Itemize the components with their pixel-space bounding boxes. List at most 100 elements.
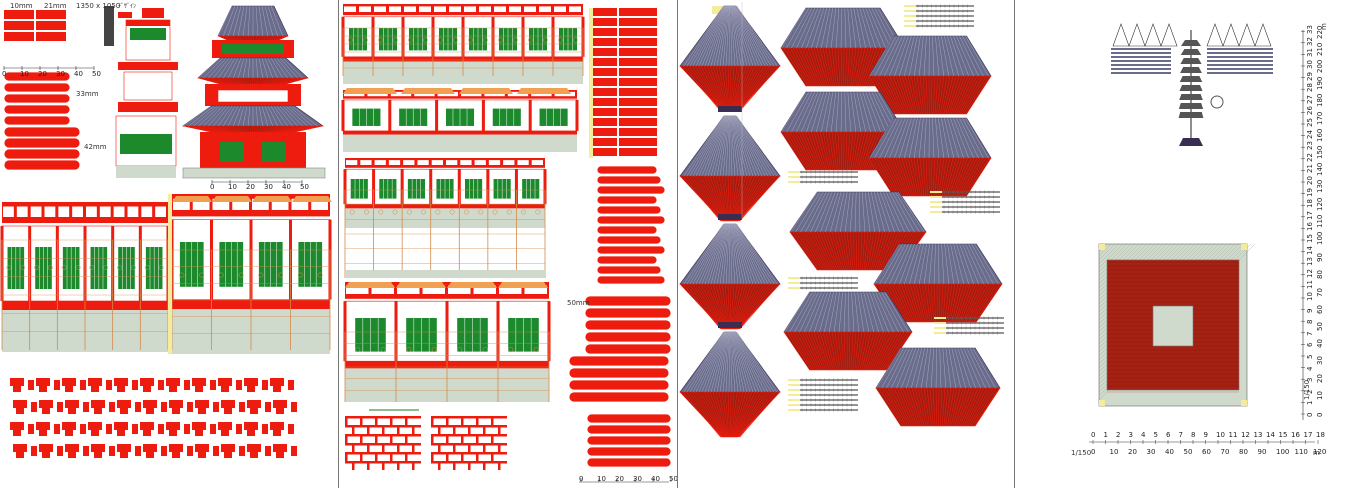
- rafter-strip: [904, 4, 974, 28]
- bracket-part: [36, 378, 60, 392]
- pagoda-elevation: [182, 5, 326, 179]
- bracket-part: [218, 422, 242, 436]
- unit-label-bottom: m: [1313, 449, 1320, 457]
- long-rounded-strip: [596, 235, 662, 245]
- bracket-part: [270, 378, 294, 392]
- bracket-part: [91, 444, 115, 458]
- side-roof-tab: [212, 196, 252, 202]
- long-strip-42mm: [3, 137, 81, 149]
- bracket-part: [270, 422, 294, 436]
- bracket-part: [166, 378, 190, 392]
- bottom-tick-m-label: 10: [1216, 431, 1225, 439]
- bracket-part: [247, 400, 271, 414]
- right-tick-m-label: 17: [1306, 210, 1314, 220]
- bracket-part: [36, 422, 60, 436]
- strip-glue: [589, 8, 593, 158]
- right-tick-cm-label: 170: [1316, 111, 1324, 125]
- mid-facade-lineart: [344, 189, 546, 278]
- bracket-part: [273, 444, 297, 458]
- pagoda-mid-roof: [197, 57, 309, 85]
- bottom-tick-m-label: 14: [1266, 431, 1275, 439]
- p2-tick-label: 40: [651, 475, 660, 483]
- upper-facade-b: [341, 90, 599, 152]
- roof-trapezoid-piece: [875, 347, 1001, 427]
- right-tick-m-label: 4: [1306, 366, 1314, 371]
- size-label-33mm: 33mm: [76, 90, 99, 98]
- wide-rounded-strip-50mm: [584, 295, 672, 307]
- bracket-part: [140, 422, 164, 436]
- bracket-part: [10, 378, 34, 392]
- right-tick-cm-label: 180: [1316, 94, 1324, 108]
- bottom-tick-cm-label: 10: [1109, 448, 1119, 456]
- right-tick-m-label: 16: [1306, 222, 1314, 232]
- bracket-part: [62, 378, 86, 392]
- tower-part: [115, 19, 178, 178]
- long-strip: [3, 115, 71, 126]
- roof-trapezoid-piece: [873, 243, 1003, 323]
- strip-part: [619, 148, 657, 156]
- panel-3-drawing: [679, 2, 1004, 438]
- elevation-tick-label: 0: [210, 183, 215, 191]
- long-strip-42mm: [3, 148, 81, 160]
- right-tick-m-label: 25: [1306, 118, 1314, 127]
- strip-part: [619, 78, 657, 86]
- small-part: [118, 12, 132, 18]
- rafter-strip: [934, 316, 1004, 335]
- scale-label-bottom: 1/150: [1071, 449, 1092, 457]
- right-tick-cm-label: 60: [1316, 304, 1324, 314]
- bottom-tick-m-label: 6: [1166, 431, 1171, 439]
- wide-rounded-strip: [568, 379, 670, 391]
- right-tick-m-label: 9: [1306, 308, 1314, 313]
- panel-2-drawing: [341, 4, 672, 483]
- side-roof-tab: [252, 196, 292, 202]
- long-rounded-strip: [596, 275, 666, 285]
- strip-part: [589, 18, 617, 26]
- right-tick-m-label: 33: [1306, 25, 1314, 35]
- long-rounded-strip: [596, 165, 658, 175]
- right-tick-m-label: 19: [1306, 187, 1314, 197]
- bracket-part: [140, 378, 164, 392]
- joint: [718, 106, 742, 112]
- right-tick-m-label: 28: [1306, 83, 1314, 93]
- right-tick-cm-label: 130: [1316, 180, 1324, 194]
- bracket-part: [114, 422, 138, 436]
- wall-strip-small: [36, 10, 66, 19]
- bottom-tick-m-label: 17: [1303, 431, 1313, 439]
- right-tick-m-label: 26: [1306, 106, 1314, 116]
- strip-part: [589, 98, 617, 106]
- joint: [718, 214, 742, 220]
- right-tick-cm-label: 120: [1316, 197, 1324, 211]
- strip-part: [619, 138, 657, 146]
- right-tick-cm-label: 140: [1316, 162, 1324, 177]
- right-tick-m-label: 8: [1306, 319, 1314, 325]
- side-roof-tab: [172, 196, 212, 202]
- p2-tick-label: 20: [615, 475, 624, 483]
- right-tick-m-label: 27: [1306, 94, 1314, 104]
- wide-rounded-strip: [568, 355, 670, 367]
- strip-part: [589, 68, 617, 76]
- right-tick-m-label: 11: [1306, 280, 1314, 290]
- pagoda-top-roof: [217, 5, 289, 43]
- right-tick-m-label: 20: [1306, 176, 1314, 185]
- wide-rounded-strip: [568, 391, 670, 403]
- bracket-part: [273, 400, 297, 414]
- long-strip: [3, 82, 71, 93]
- right-tick-m-label: 18: [1306, 199, 1314, 209]
- strip-part: [589, 38, 617, 46]
- bracket-part: [88, 378, 112, 392]
- bottom-strip: [586, 457, 672, 468]
- bracket-part: [221, 444, 245, 458]
- long-rounded-strip: [596, 185, 666, 195]
- bracket-part: [39, 400, 63, 414]
- strip-part: [589, 78, 617, 86]
- finial-detail-left: [1111, 23, 1178, 74]
- bottom-tick-cm-label: 40: [1165, 448, 1174, 456]
- right-tick-cm-label: 90: [1316, 253, 1324, 263]
- rafter-strip: [788, 378, 858, 412]
- title-glyph-label: ﾃﾞｻﾞｲﾝ: [118, 3, 137, 10]
- upper-facade-lineart-a: [342, 27, 584, 76]
- upper-roof-tab: [459, 88, 513, 94]
- long-rounded-strip: [596, 265, 662, 275]
- right-tick-m-label: 24: [1306, 129, 1314, 139]
